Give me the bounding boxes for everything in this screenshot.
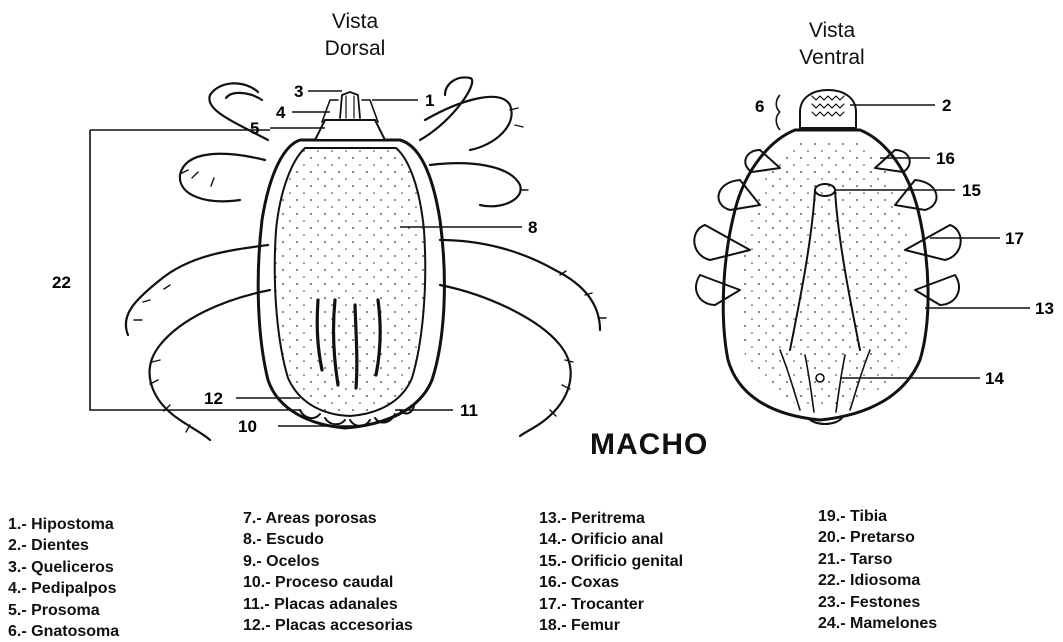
scutum [275, 148, 426, 416]
callout-6: 6 [755, 97, 764, 116]
legend-item: 4.- Pedipalpos [8, 578, 119, 599]
ventral-tick [694, 90, 960, 424]
dorsal-legs-right [420, 77, 606, 436]
legend-item: 19.- Tibia [818, 506, 937, 527]
chelicerae [340, 92, 360, 118]
dorsal-capitulum [315, 120, 385, 140]
legend-item: 14.- Orificio anal [539, 529, 683, 550]
legend-column-4: 19.- Tibia 20.- Pretarso 21.- Tarso 22.-… [818, 506, 937, 634]
legend-item: 15.- Orificio genital [539, 551, 683, 572]
callout-17: 17 [1005, 229, 1024, 248]
callout-11: 11 [460, 401, 478, 420]
callout-10: 10 [238, 417, 257, 436]
legend-item: 16.- Coxas [539, 572, 683, 593]
legend-column-3: 13.- Peritrema 14.- Orificio anal 15.- O… [539, 508, 683, 636]
legend-item: 7.- Areas porosas [243, 508, 413, 529]
legend-item: 12.- Placas accesorias [243, 615, 413, 636]
legend-item: 23.- Festones [818, 592, 937, 613]
callout-1: 1 [425, 91, 434, 110]
callout-15: 15 [962, 181, 981, 200]
legend-item: 2.- Dientes [8, 535, 119, 556]
ventral-surface [741, 140, 912, 408]
legend-item: 21.- Tarso [818, 549, 937, 570]
callout-2: 2 [942, 96, 951, 115]
callout-12: 12 [204, 389, 223, 408]
callout-3: 3 [294, 82, 303, 101]
tick-diagram: 3 4 5 1 8 22 12 11 10 6 2 16 15 17 13 14 [0, 0, 1063, 500]
legend-item: 1.- Hipostoma [8, 514, 119, 535]
callout-4: 4 [276, 103, 286, 122]
callout-22: 22 [52, 273, 71, 292]
legend-item: 20.- Pretarso [818, 527, 937, 548]
callout-14: 14 [985, 369, 1004, 388]
legend-item: 10.- Proceso caudal [243, 572, 413, 593]
callout-5: 5 [250, 119, 259, 138]
callout-13: 13 [1035, 299, 1054, 318]
legend-item: 9.- Ocelos [243, 551, 413, 572]
legend-item: 8.- Escudo [243, 529, 413, 550]
legend-item: 3.- Queliceros [8, 557, 119, 578]
dorsal-legs-left [126, 83, 270, 440]
legend-item: 17.- Trocanter [539, 594, 683, 615]
legend-item: 22.- Idiosoma [818, 570, 937, 591]
legend-item: 5.- Prosoma [8, 600, 119, 621]
callout-16: 16 [936, 149, 955, 168]
dorsal-tick [126, 77, 606, 440]
legend-item: 13.- Peritrema [539, 508, 683, 529]
legend-item: 11.- Placas adanales [243, 594, 413, 615]
legend-column-1: 1.- Hipostoma 2.- Dientes 3.- Queliceros… [8, 514, 119, 642]
legend-item: 24.- Mamelones [818, 613, 937, 634]
sex-label: MACHO [590, 428, 708, 462]
callout-8: 8 [528, 218, 537, 237]
legend-item: 18.- Femur [539, 615, 683, 636]
legend-column-2: 7.- Areas porosas 8.- Escudo 9.- Ocelos … [243, 508, 413, 636]
